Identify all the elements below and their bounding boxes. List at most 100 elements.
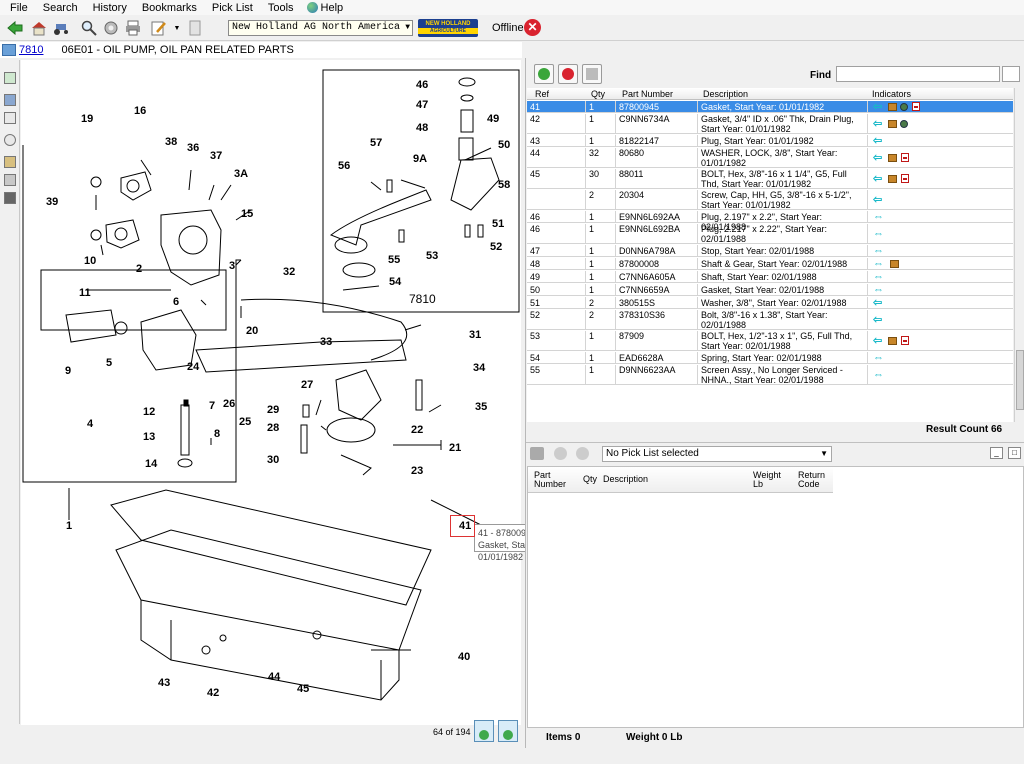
pick-list-remove-icon[interactable] [554,447,567,460]
arrow-left-icon[interactable]: ⇦ [873,134,883,147]
pl-header-part-number[interactable]: Part Number [534,470,567,489]
pl-header-qty[interactable]: Qty [583,474,598,484]
pick-list-cart-icon[interactable] [530,447,544,460]
callout-51[interactable]: 51 [492,218,505,230]
callout-5[interactable]: 5 [106,357,113,369]
arrow-both-icon[interactable]: ⇔ [873,227,884,240]
callout-8[interactable]: 8 [214,428,221,440]
pl-header-description[interactable]: Description [603,474,649,484]
callout-56[interactable]: 56 [338,160,351,172]
callout-34[interactable]: 34 [473,362,486,374]
callout-50[interactable]: 50 [498,139,511,151]
callout-21[interactable]: 21 [449,442,462,454]
eraser-icon[interactable] [4,174,16,186]
header-qty[interactable]: Qty [591,89,606,99]
grid-scrollbar[interactable] [1014,88,1024,422]
callout-9a[interactable]: 9A [413,153,428,165]
back-icon[interactable] [6,18,24,38]
document-icon[interactable] [186,18,204,38]
print-icon[interactable] [124,18,142,38]
header-indicators[interactable]: Indicators [872,89,912,99]
arrow-left-icon[interactable]: ⇦ [873,100,883,113]
arrow-left-icon[interactable]: ⇦ [873,172,883,185]
home-icon[interactable] [30,18,48,38]
callout-47[interactable]: 47 [416,99,429,111]
callout-6[interactable]: 6 [173,296,180,308]
callout-7[interactable]: 7 [209,400,216,412]
arrow-left-icon[interactable]: ⇦ [873,296,883,309]
pl-header-weight[interactable]: Weight Lb [753,470,781,489]
arrow-both-icon[interactable]: ⇔ [873,257,884,270]
menu-bookmarks[interactable]: Bookmarks [141,1,197,14]
kit-box-icon[interactable] [890,259,899,268]
model-link[interactable]: 7810 [19,44,44,56]
menu-pick-list[interactable]: Pick List [211,1,253,14]
callout-45[interactable]: 45 [297,683,310,695]
pdf-icon[interactable] [901,174,910,183]
refresh-icon[interactable] [4,72,16,84]
callout-54[interactable]: 54 [389,276,402,288]
arrow-left-icon[interactable]: ⇦ [873,151,883,164]
menu-search[interactable]: Search [42,1,78,14]
callout-52[interactable]: 52 [490,241,503,253]
arrow-both-icon[interactable]: ⇔ [873,270,884,283]
callout-31[interactable]: 31 [469,329,482,341]
callout-26[interactable]: 26 [223,398,236,410]
kit-box-icon[interactable] [888,119,898,128]
next-page-button[interactable] [498,720,518,742]
arrow-left-icon[interactable]: ⇦ [873,334,883,347]
menu-tools[interactable]: Tools [267,1,294,14]
callout-55[interactable]: 55 [388,254,401,266]
arrow-left-icon[interactable]: ⇦ [873,193,883,206]
arrow-both-icon[interactable]: ⇔ [873,368,884,381]
globe-icon[interactable] [900,102,909,111]
callout-44[interactable]: 44 [268,671,281,683]
callout-4[interactable]: 4 [87,418,94,430]
callout-16[interactable]: 16 [134,105,147,117]
kit-box-icon[interactable] [888,336,898,345]
maximize-button[interactable]: □ [1008,447,1021,459]
arrow-both-icon[interactable]: ⇔ [873,210,884,223]
kit-box-icon[interactable] [888,102,898,111]
callout-39[interactable]: 39 [46,196,59,208]
notes-icon[interactable] [150,18,168,38]
callout-40[interactable]: 40 [458,651,471,663]
callout-58[interactable]: 58 [498,179,511,191]
zoom-icon[interactable] [4,134,16,146]
grid-icon[interactable] [4,192,16,204]
callout-3[interactable]: 3 [229,260,236,272]
callout-14[interactable]: 14 [145,458,158,470]
add-to-cart-button[interactable] [582,64,602,84]
arrow-left-icon[interactable]: ⇦ [873,313,883,326]
tractor-icon[interactable] [52,18,70,38]
kit-box-icon[interactable] [888,153,898,162]
callout-48[interactable]: 48 [416,122,429,134]
cancel-button[interactable] [558,64,578,84]
pl-header-return-code[interactable]: Return Code [798,470,826,489]
find-input[interactable] [836,66,1000,82]
pick-list-select[interactable]: No Pick List selected▼ [602,446,832,462]
callout-20[interactable]: 20 [246,325,259,337]
print-diagram-icon[interactable] [4,112,16,124]
menu-history[interactable]: History [92,1,127,14]
header-ref[interactable]: Ref [535,89,550,99]
callout-41-highlight[interactable] [450,515,475,537]
callout-33[interactable]: 33 [320,336,333,348]
callout-12[interactable]: 12 [143,406,156,418]
scrollbar-thumb[interactable] [1016,350,1024,410]
arrow-both-icon[interactable]: ⇔ [873,244,884,257]
save-icon[interactable] [4,94,16,106]
